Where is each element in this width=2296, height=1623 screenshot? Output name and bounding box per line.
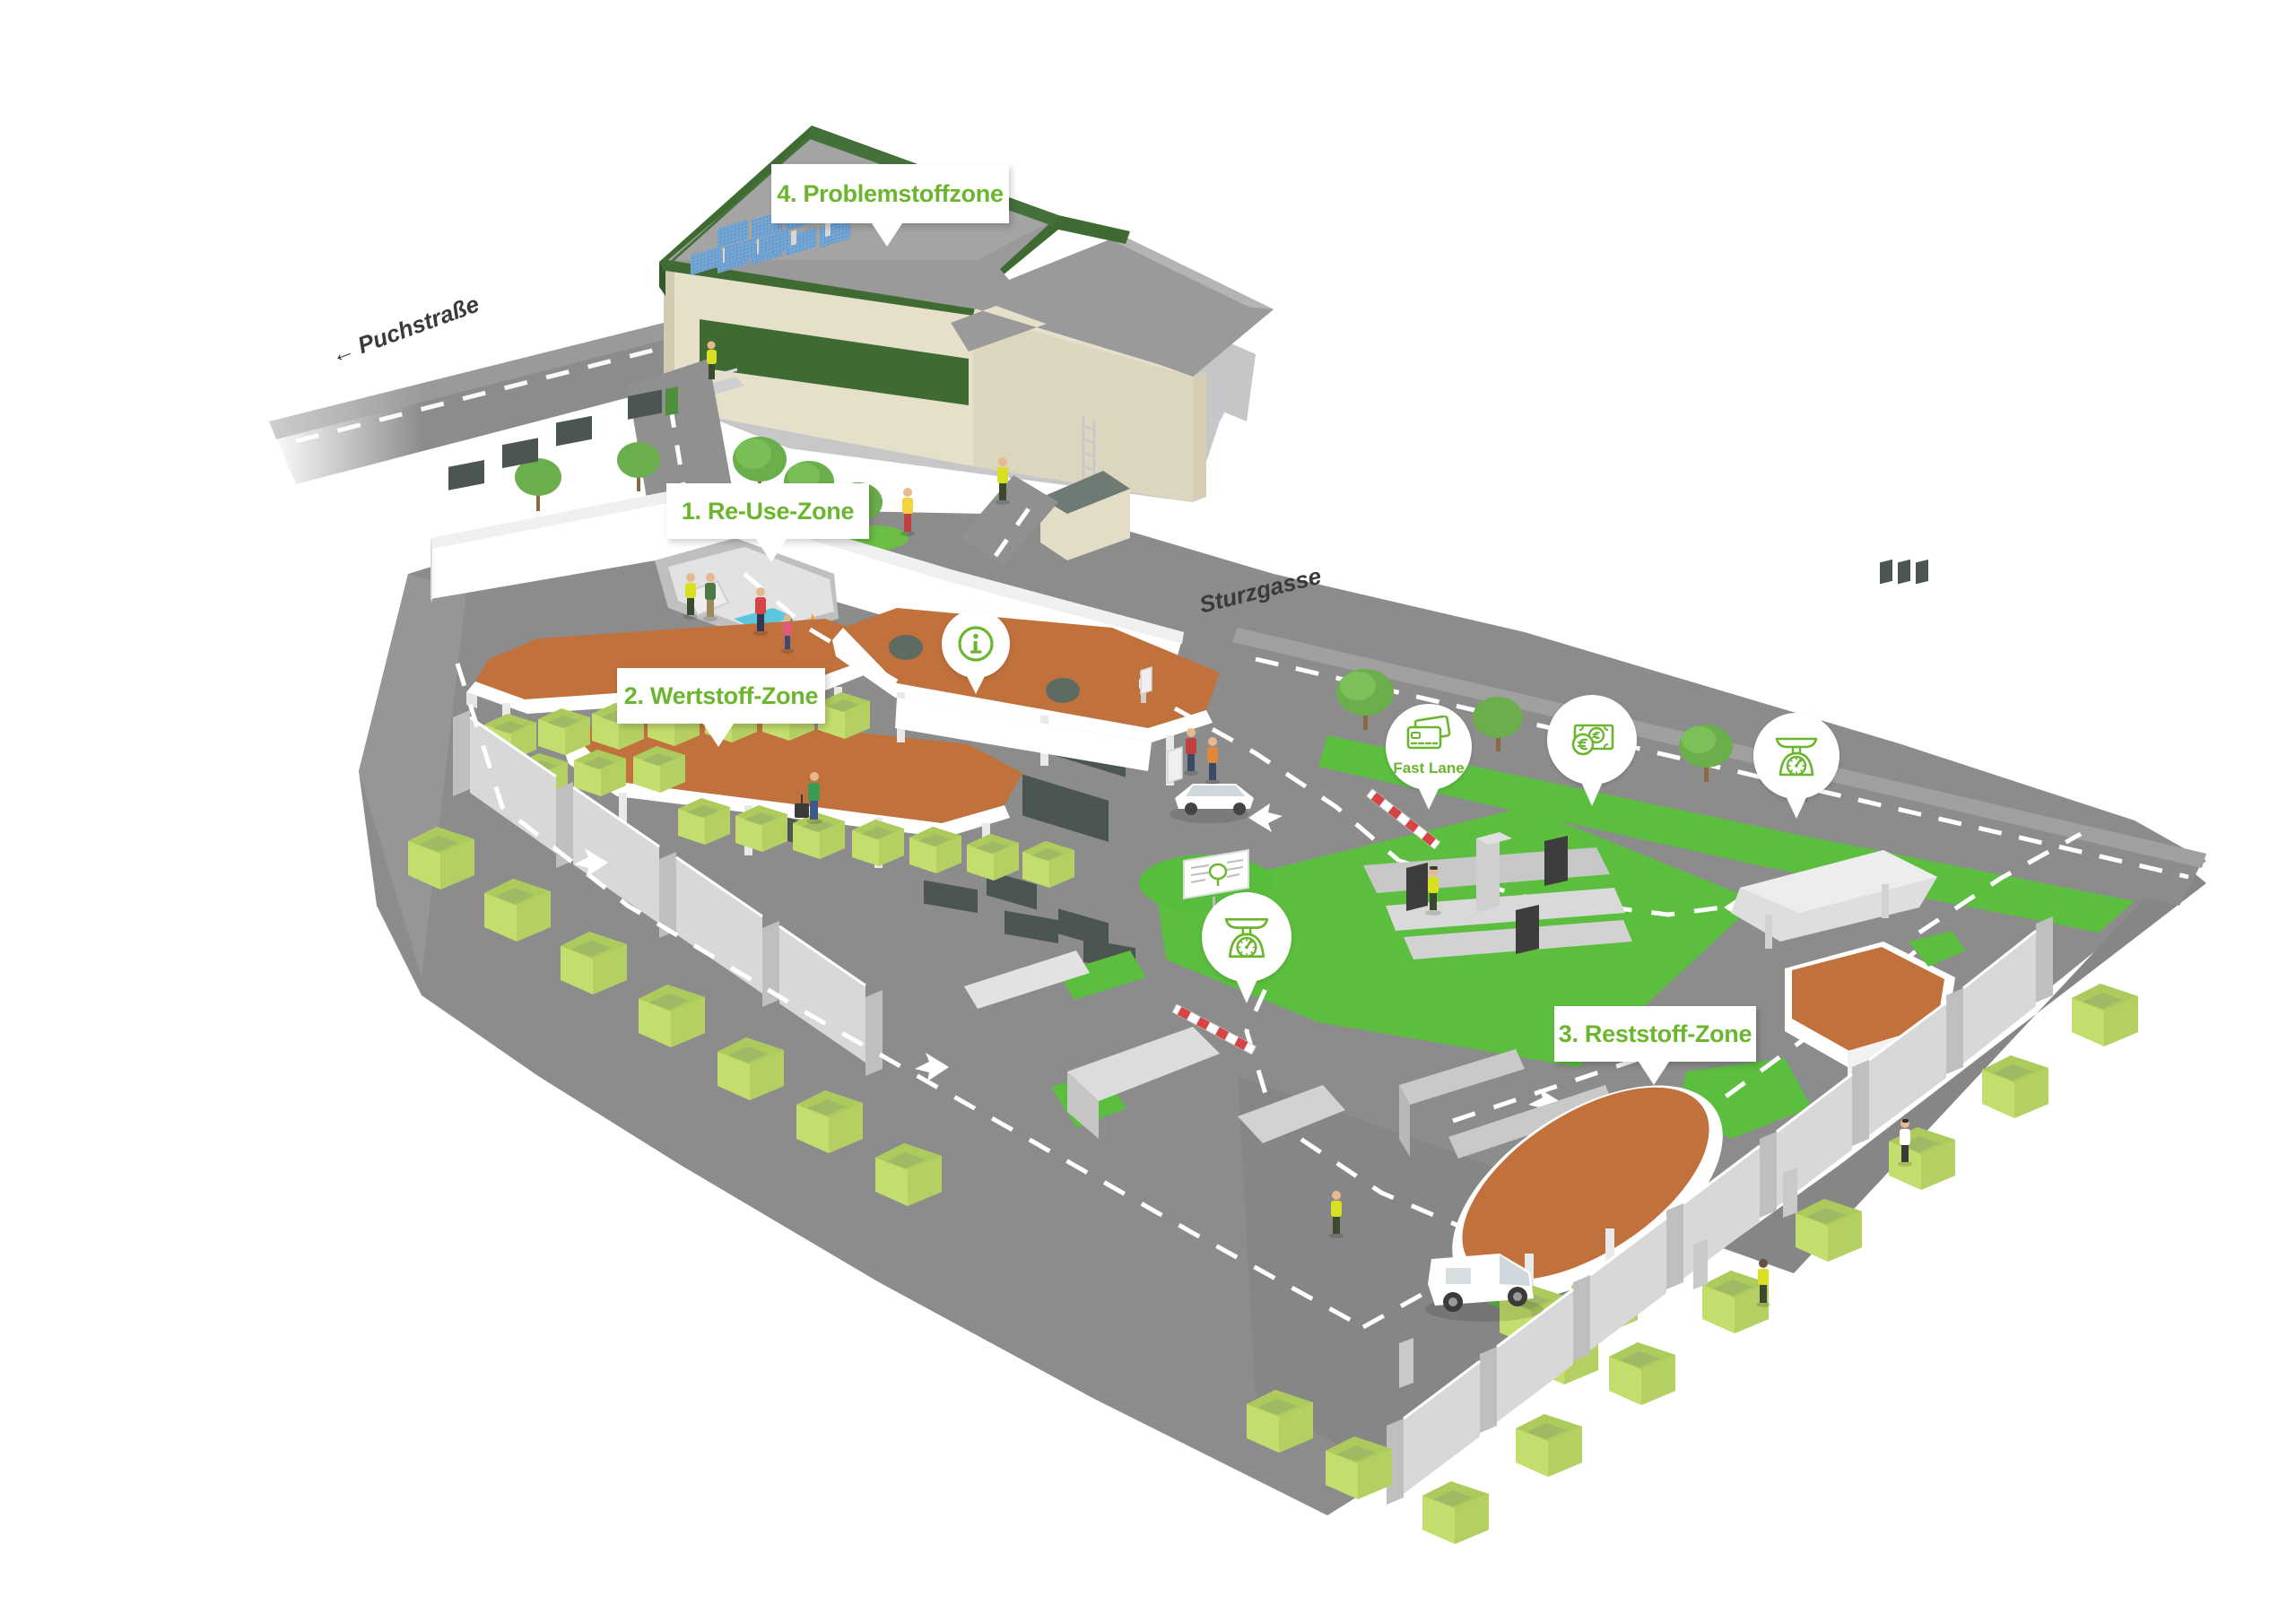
canopy-wertstoff-c xyxy=(832,608,1220,972)
tree xyxy=(733,437,787,499)
boundary-fence-southwest xyxy=(408,710,942,1206)
boundary-fence-southeast xyxy=(1247,916,2138,1544)
callout-problemstoffzone[interactable]: 4. Problemstoffzone xyxy=(771,164,1009,247)
callout-tail-icon xyxy=(872,223,902,247)
callout-reuse-zone[interactable]: 1. Re-Use-Zone xyxy=(666,483,869,562)
scale-icon xyxy=(1202,894,1292,980)
callout-tail-icon xyxy=(703,724,734,747)
map-pin-scale-mid[interactable] xyxy=(1202,892,1292,1012)
pin-tail-icon xyxy=(1414,779,1443,810)
people xyxy=(683,341,1912,1307)
tree xyxy=(515,458,561,511)
pin-tail-icon xyxy=(1782,788,1811,819)
tree xyxy=(617,442,660,491)
callout-wertstoff-zone-label: 2. Wertstoff-Zone xyxy=(623,681,819,709)
callout-problemstoffzone-label: 4. Problemstoffzone xyxy=(777,179,1004,207)
map-pin-scale-east[interactable] xyxy=(1753,713,1839,828)
person-operator xyxy=(1425,866,1441,916)
weighbridge xyxy=(1363,832,1632,959)
info-icon xyxy=(942,610,1010,678)
scale-icon xyxy=(1753,713,1839,799)
retaining-walls xyxy=(964,950,1614,1159)
signage-stand xyxy=(1140,665,1183,785)
boom-barrier xyxy=(1171,788,1441,1055)
callout-tail-icon xyxy=(756,539,787,562)
car-white xyxy=(1170,784,1254,823)
map-pin-info[interactable] xyxy=(942,610,1010,699)
pin-tail-icon xyxy=(963,669,988,694)
map-pin-cash-payment[interactable] xyxy=(1547,695,1637,815)
map-pin-fast-lane-label: Fast Lane xyxy=(1393,759,1465,777)
pin-tail-icon xyxy=(1232,971,1261,1003)
van-white xyxy=(1425,1254,1544,1322)
credit-card-icon xyxy=(1386,711,1472,758)
cash-euro-icon xyxy=(1547,695,1637,785)
callout-reuse-zone-label: 1. Re-Use-Zone xyxy=(681,497,855,525)
pin-tail-icon xyxy=(1578,774,1606,806)
bollards xyxy=(1399,1167,1797,1388)
callout-reststoff-zone[interactable]: 3. Reststoff-Zone xyxy=(1554,1006,1756,1085)
callout-reststoff-zone-label: 3. Reststoff-Zone xyxy=(1558,1020,1752,1047)
map-pin-fast-lane[interactable]: Fast Lane xyxy=(1386,704,1472,819)
information-board xyxy=(1183,848,1249,909)
callout-wertstoff-zone[interactable]: 2. Wertstoff-Zone xyxy=(617,668,825,747)
callout-tail-icon xyxy=(1639,1062,1669,1085)
shelter-northeast xyxy=(1731,850,1937,949)
